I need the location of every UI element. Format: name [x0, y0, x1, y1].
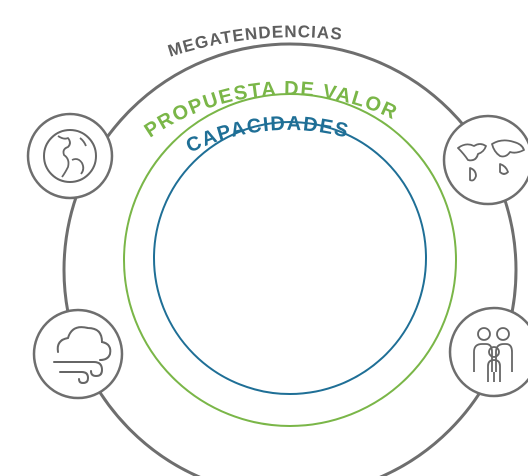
megatrends-label: MEGATENDENCIAS — [166, 22, 344, 61]
family-icon — [448, 306, 528, 398]
capabilities-label: CAPACIDADES — [183, 113, 352, 158]
value-proposition-ring — [123, 93, 457, 427]
cloud-wind-icon — [32, 308, 124, 400]
megatrends-ring — [62, 42, 518, 476]
globe-americas-icon — [26, 112, 114, 200]
capabilities-ring — [153, 121, 427, 395]
world-map-icon — [442, 114, 528, 206]
